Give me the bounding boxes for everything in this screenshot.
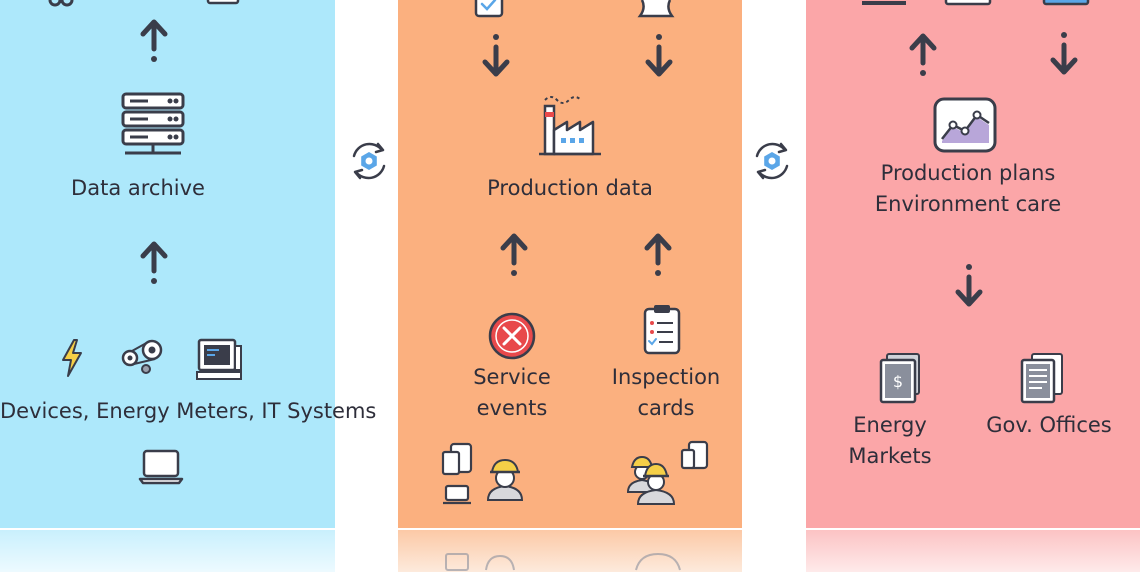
middle-panel-reflection (398, 528, 742, 572)
arrow-up-icon (140, 241, 168, 284)
arrow-up-icon (500, 233, 528, 276)
service-events-label: Service events (473, 365, 551, 420)
right-panel-reflection (806, 528, 1140, 572)
arrow-down-icon (482, 34, 510, 77)
sync-hexagon-icon (755, 142, 789, 180)
cutoff-monitors-icon (862, 0, 1090, 6)
data-archive-label: Data archive (71, 176, 205, 200)
reflection-workers-icon (635, 552, 681, 571)
arrow-up-icon (140, 19, 168, 62)
money-document-icon: $ (879, 353, 920, 404)
arrow-up-icon (644, 233, 672, 276)
sources-label: Devices, Energy Meters, IT Systems (0, 399, 377, 423)
reflection-devices-icon (445, 553, 515, 571)
lightning-bolt-icon (62, 339, 82, 377)
laptop-icon (138, 449, 184, 485)
line-chart-icon (933, 97, 997, 153)
factory-icon (539, 96, 601, 156)
sync-hexagon-icon (352, 142, 386, 180)
worker-helmet-icon (486, 458, 524, 501)
stacked-documents-icon (1020, 353, 1063, 404)
cutoff-checklist-icon (474, 0, 504, 18)
svg-text:$: $ (893, 372, 903, 391)
server-rack-icon (121, 92, 185, 155)
arrow-down-icon (645, 34, 673, 77)
energy-markets-label: Energy Markets (848, 413, 932, 468)
right-panel (806, 0, 1140, 528)
error-x-icon (488, 312, 536, 360)
clipboard-checklist-icon (643, 305, 681, 355)
production-plans-label: Production plans Environment care (874, 161, 1062, 216)
left-panel (0, 0, 335, 528)
workers-team-icon (626, 455, 676, 505)
arrow-up-icon (909, 33, 937, 76)
inspection-cards-label: Inspection cards (611, 365, 721, 420)
middle-panel (398, 0, 742, 528)
gov-offices-label: Gov. Offices (986, 413, 1112, 437)
cutoff-cooling-tower-icon (637, 0, 675, 18)
production-data-label: Production data (487, 176, 653, 200)
left-panel-reflection (0, 528, 335, 572)
computer-terminal-icon (196, 338, 242, 380)
gears-belt-icon (121, 339, 163, 374)
arrow-down-icon (955, 264, 983, 307)
devices-icon (441, 442, 473, 505)
arrow-down-icon (1050, 32, 1078, 75)
cutoff-devices-icon (48, 0, 240, 7)
tablet-phone-icon (680, 440, 709, 470)
